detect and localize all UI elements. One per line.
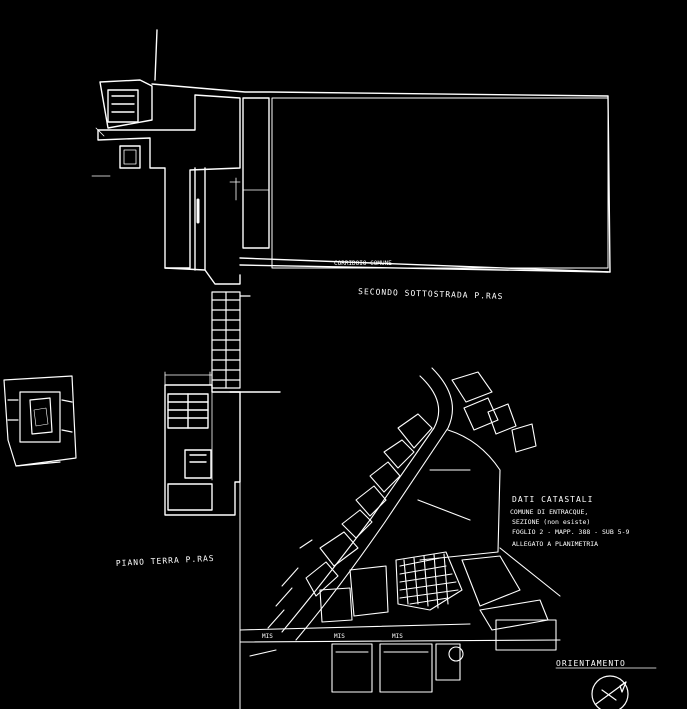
small-room [119, 145, 141, 169]
connecting-stair [211, 291, 251, 389]
outer-wall-bottom [239, 257, 611, 273]
label-mis-3: MIS [392, 633, 403, 640]
label-dati-catastali: DATI CATASTALI [512, 495, 593, 504]
label-piano-terra: PIANO TERRA P.RAS [116, 554, 215, 568]
cadastral-map [239, 367, 561, 693]
outer-wall-top [151, 83, 611, 273]
nota-line-1: COMUNE DI ENTRACQUE, [510, 508, 588, 516]
inset-sketch [3, 375, 77, 467]
pt-cantina [167, 483, 213, 511]
label-corridoio-comune: CORRIDOIO COMUNE [334, 260, 392, 267]
edge-line-top [154, 29, 158, 81]
label-orientamento: ORIENTAMENTO [556, 659, 626, 668]
pt-room [184, 449, 212, 479]
nota-line-4: ALLEGATO A PLANIMETRIA [512, 540, 598, 548]
large-room [271, 97, 609, 269]
wing-block [97, 94, 241, 269]
label-mis-2: MIS [334, 633, 345, 640]
label-secondo-sottostrada: SECONDO SOTTOSTRADA P.RAS [358, 287, 504, 301]
stair-block-top [99, 79, 153, 129]
plan-piano-terra [164, 371, 281, 709]
label-mis-1: MIS [262, 633, 273, 640]
plan-secondo-sottostrada [91, 29, 611, 285]
nota-line-2: SEZIONE (non esiste) [512, 518, 590, 526]
stair-cell [107, 89, 139, 123]
compass-icon [591, 675, 629, 709]
nota-line-3: FOGLIO 2 - MAPP. 388 - SUB 5-9 [512, 528, 629, 536]
corridor-wall-inner [239, 264, 609, 273]
subject-parcel [395, 551, 463, 611]
middle-room [242, 97, 270, 249]
